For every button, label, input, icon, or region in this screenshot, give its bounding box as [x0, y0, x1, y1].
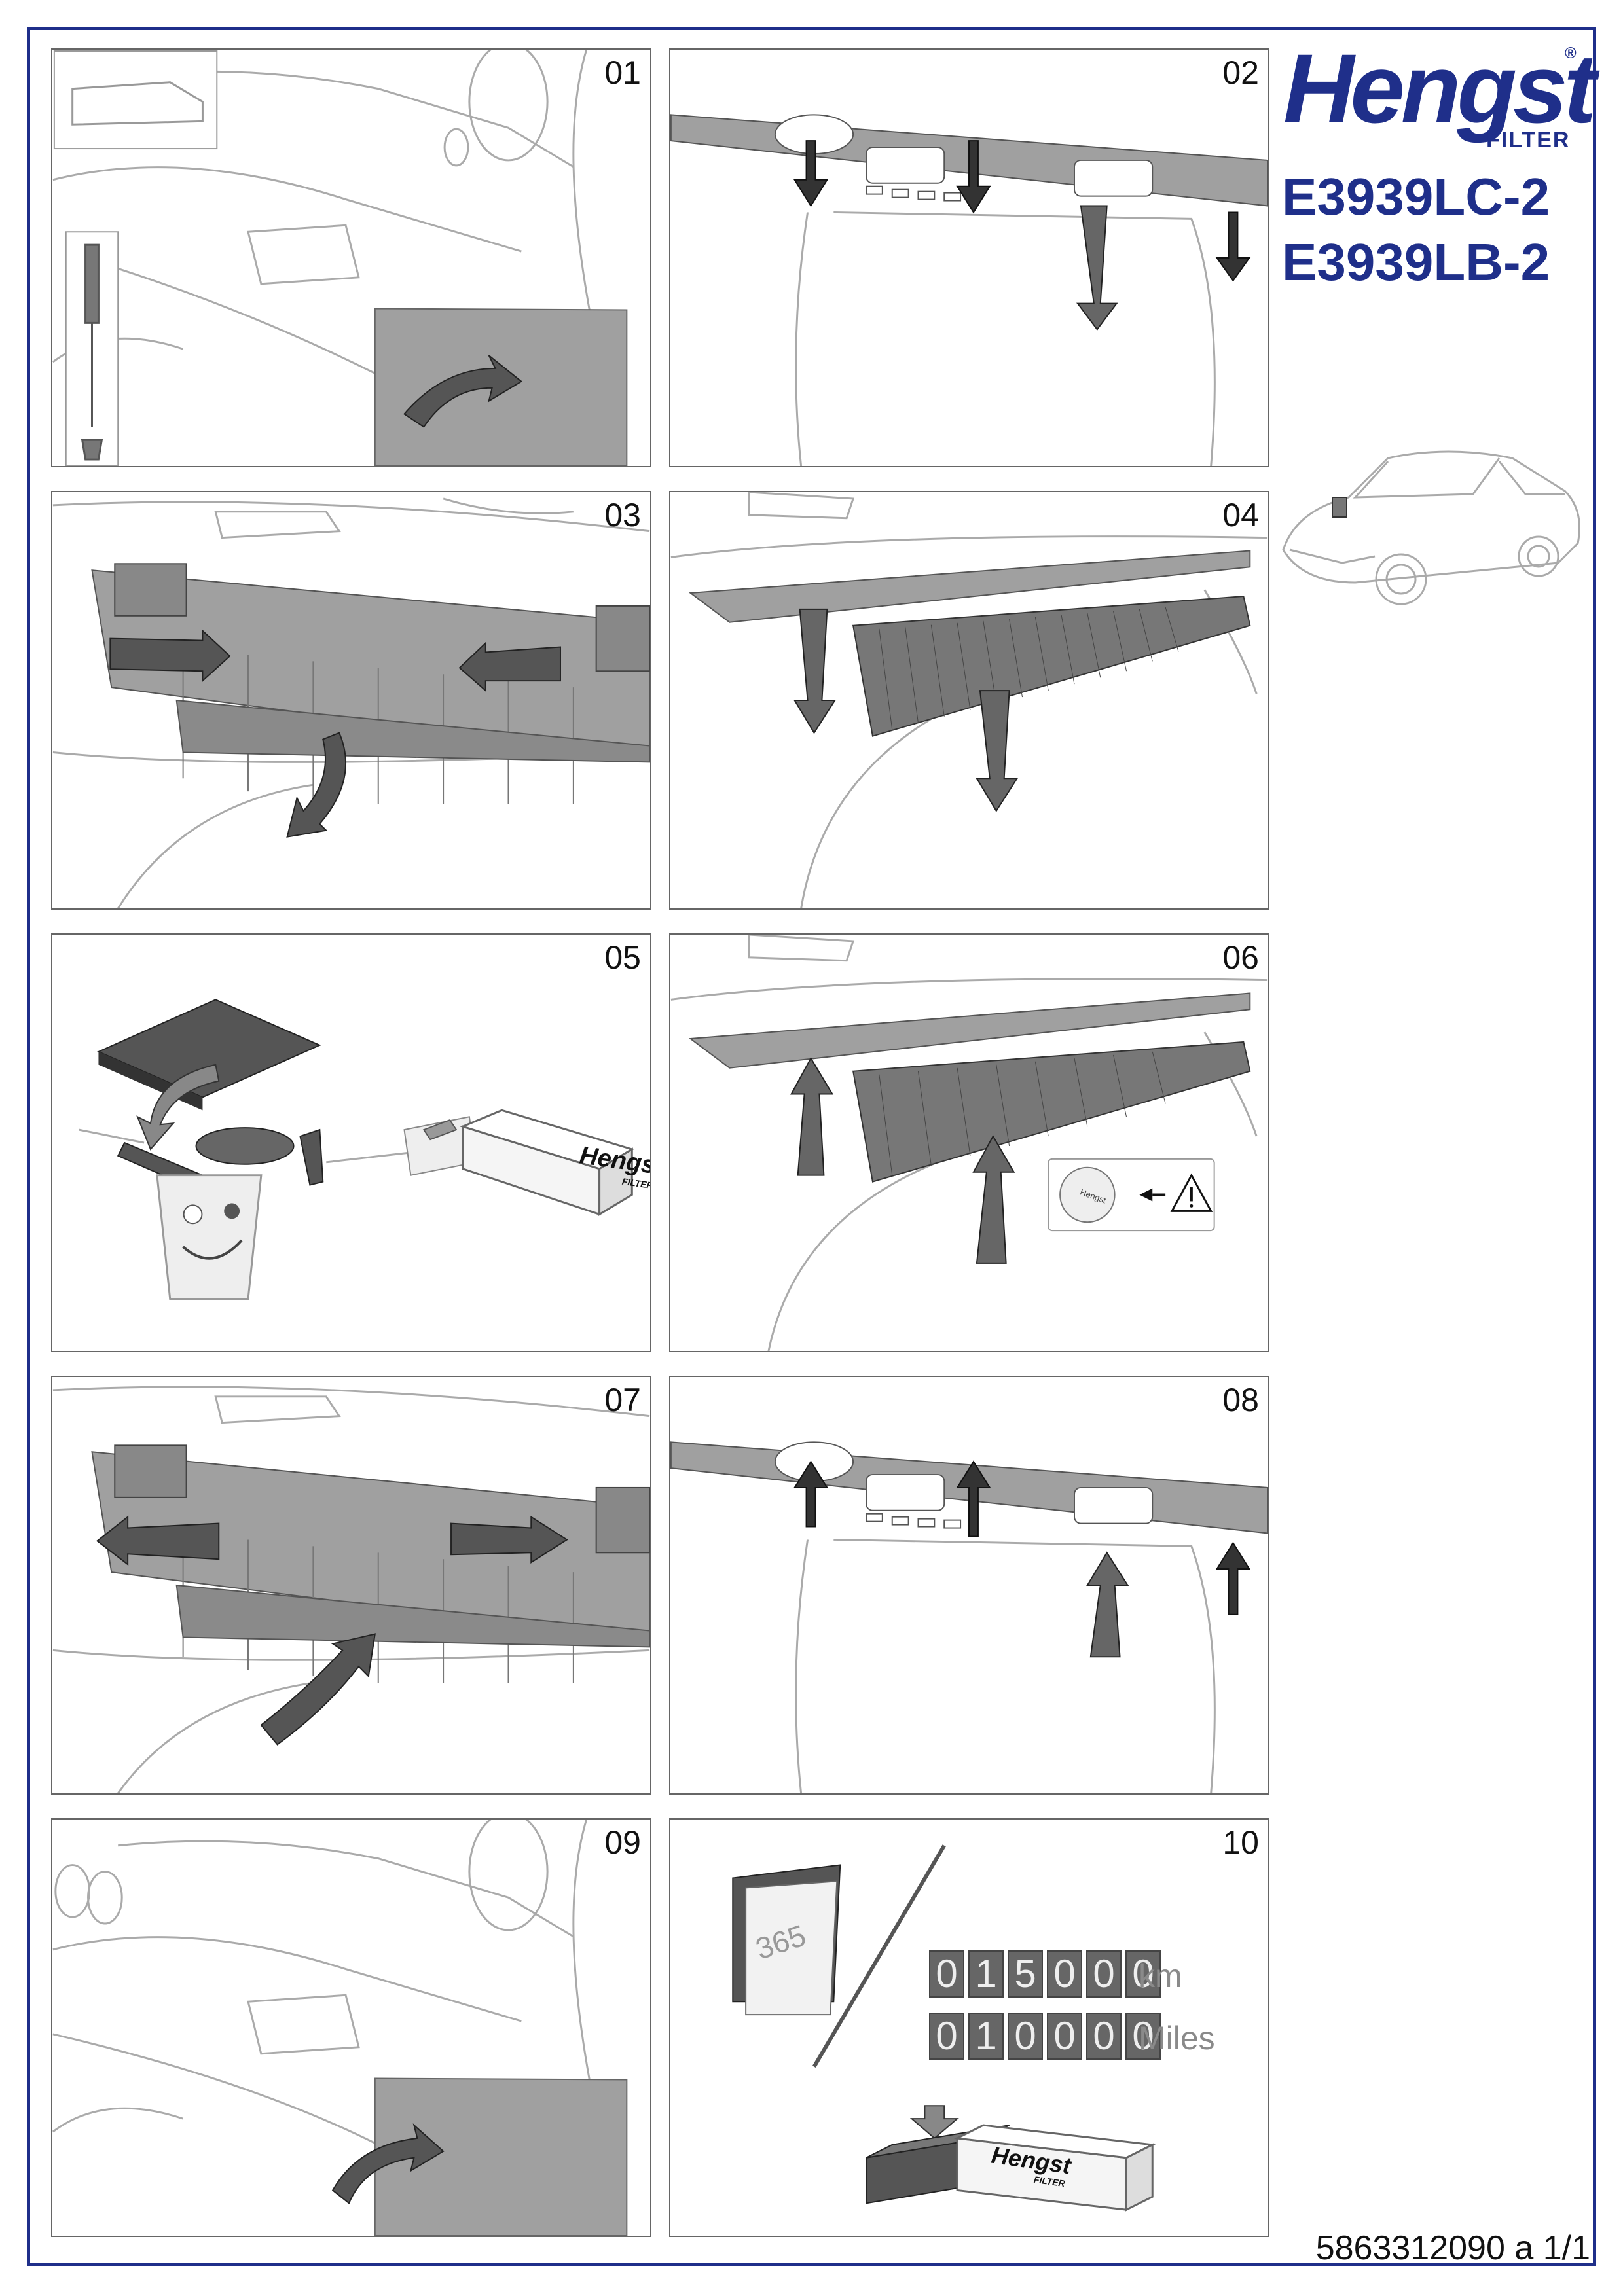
step-07-illustration	[52, 1377, 650, 1793]
clip-left	[115, 564, 186, 616]
km-unit: km	[1139, 1957, 1182, 1995]
miles-digit: 0	[1008, 2013, 1043, 2060]
up-arrow-icon	[792, 1058, 833, 1175]
step-04-illustration	[670, 492, 1268, 908]
cabin-filter	[853, 596, 1250, 736]
step-01-illustration	[52, 50, 650, 466]
step-panel-08: 08	[669, 1376, 1269, 1795]
bin-lid	[196, 1128, 293, 1164]
down-arrow-icon	[977, 691, 1017, 811]
km-digit: 0	[1086, 1950, 1122, 1998]
step-03-illustration	[52, 492, 650, 908]
down-arrow-icon	[795, 609, 835, 733]
document-code: 5863312090 a 1/1	[1316, 2229, 1590, 2268]
miles-counter: 0 1 0 0 0 0	[929, 2013, 1161, 2060]
step-09-illustration	[52, 1820, 650, 2236]
step-number-05: 05	[604, 939, 641, 977]
up-arrow-icon	[1087, 1552, 1128, 1657]
step-panel-09: 09	[51, 1818, 651, 2237]
miles-digit: 0	[1086, 2013, 1122, 2060]
step-number-07: 07	[604, 1381, 641, 1419]
step-number-04: 04	[1222, 496, 1259, 534]
km-digit: 0	[1047, 1950, 1082, 1998]
step-05-illustration	[52, 935, 650, 1351]
step-number-03: 03	[604, 496, 641, 534]
step-panel-10: 365 0 1 5 0 0 0 km 0 1 0 0 0 0 Miles Hen…	[669, 1818, 1269, 2237]
step-panel-03: 03	[51, 491, 651, 910]
step-08-illustration	[670, 1377, 1268, 1793]
logo-registered-mark: ®	[1565, 45, 1577, 63]
clip-left	[115, 1445, 186, 1498]
step-number-06: 06	[1222, 939, 1259, 977]
step-panel-02: 02	[669, 48, 1269, 467]
down-arrow-icon	[1217, 212, 1250, 280]
up-arrow-icon	[1217, 1543, 1250, 1614]
step-number-08: 08	[1222, 1381, 1259, 1419]
clip-right	[596, 1488, 649, 1552]
step-panel-06: Hengst 06	[669, 933, 1269, 1352]
step-02-illustration	[670, 50, 1268, 466]
step-number-02: 02	[1222, 54, 1259, 92]
clip-right	[596, 606, 649, 671]
step-panel-01: 01	[51, 48, 651, 467]
logo-subtitle: FILTER	[1486, 128, 1570, 153]
step-number-01: 01	[604, 54, 641, 92]
km-digit: 5	[1008, 1950, 1043, 1998]
up-arrow-icon	[974, 1136, 1014, 1263]
filter-location-marker	[1332, 497, 1347, 517]
step-panel-05: Hengst FILTER 05	[51, 933, 651, 1352]
logo-word: Hengst	[1283, 39, 1592, 137]
km-digit: 0	[929, 1950, 964, 1998]
car-inset-box	[54, 51, 217, 149]
brand-logo: Hengst ® FILTER	[1283, 39, 1584, 157]
step-06-illustration	[670, 935, 1268, 1351]
step-panel-04: 04	[669, 491, 1269, 910]
km-digit: 1	[968, 1950, 1004, 1998]
miles-digit: 1	[968, 2013, 1004, 2060]
miles-digit: 0	[929, 2013, 964, 2060]
miles-unit: Miles	[1139, 2019, 1215, 2057]
trash-bin	[157, 1175, 261, 1299]
step-number-09: 09	[604, 1823, 641, 1861]
model-number-1: E3939LC-2	[1282, 167, 1550, 227]
car-overview-illustration	[1277, 432, 1591, 628]
step-panel-07: 07	[51, 1376, 651, 1795]
down-arrow-icon	[1078, 206, 1117, 330]
km-counter: 0 1 5 0 0 0	[929, 1950, 1161, 1998]
miles-digit: 0	[1047, 2013, 1082, 2060]
down-arrow-icon	[912, 2106, 958, 2138]
step-number-10: 10	[1222, 1823, 1259, 1861]
model-number-2: E3939LB-2	[1282, 232, 1550, 293]
